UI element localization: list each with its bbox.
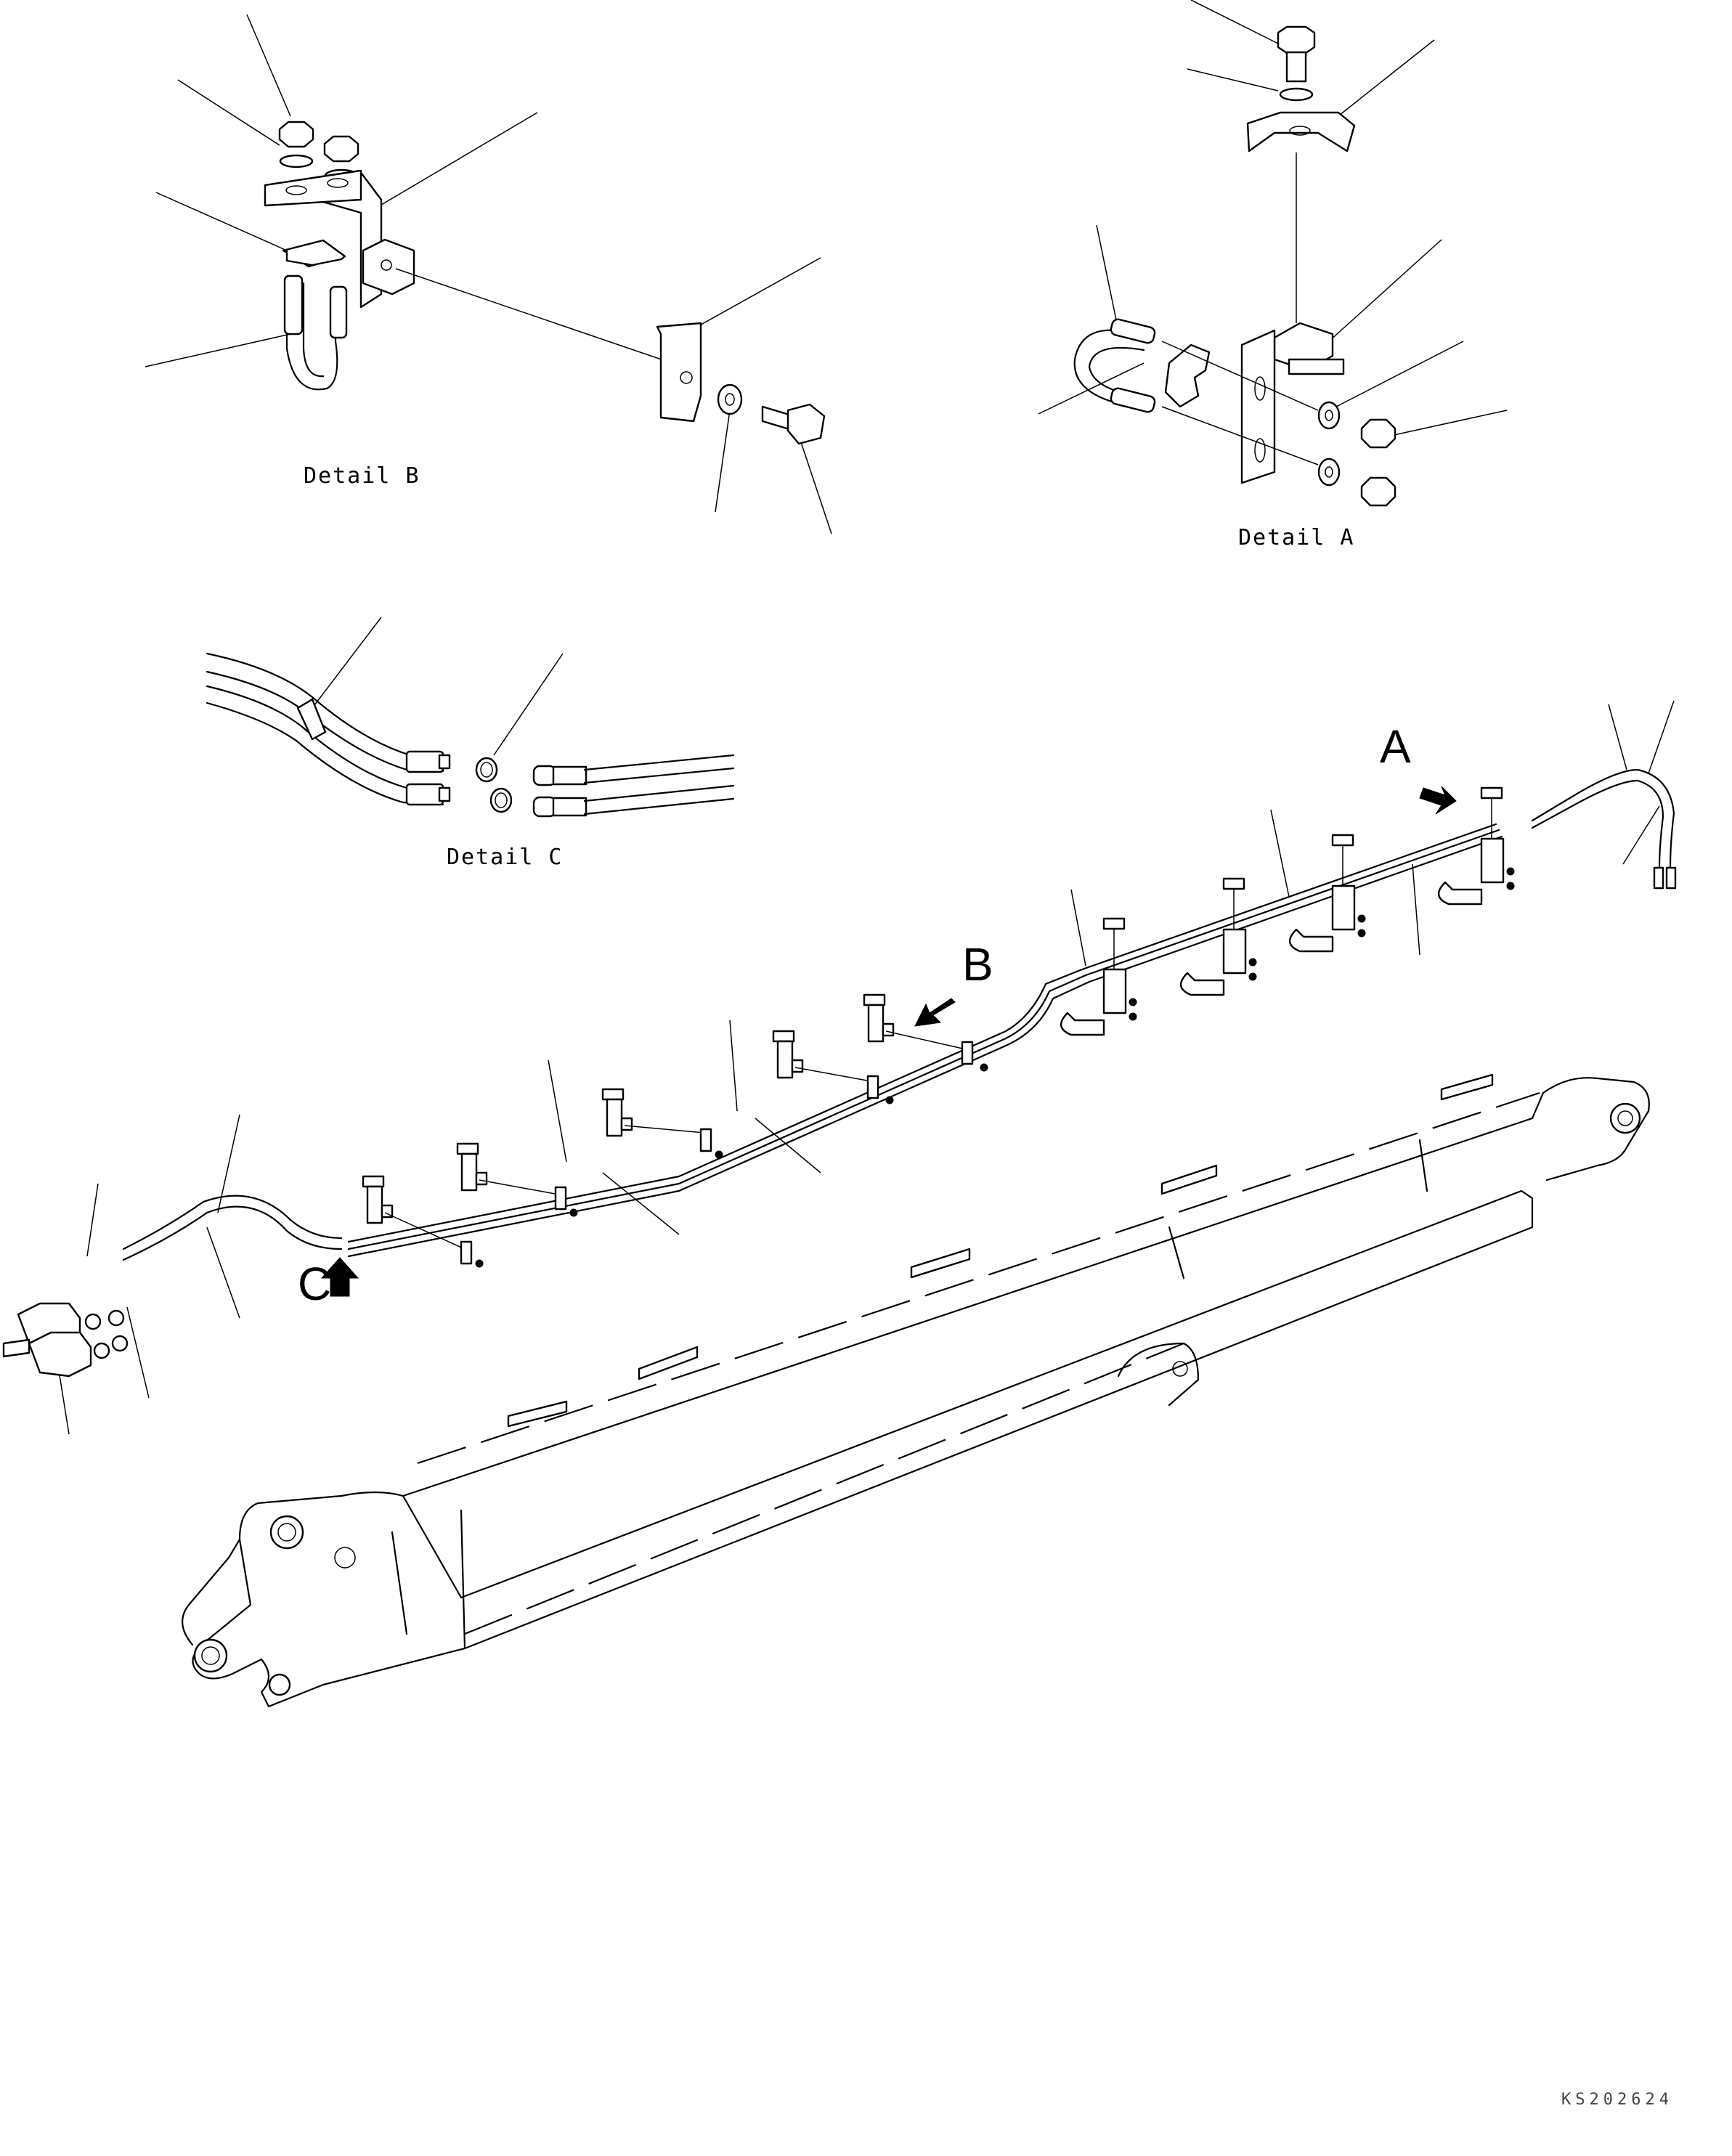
document-code: KS202624 [1561,2091,1673,2109]
marker-c-label: C [298,1258,331,1310]
marker-b-arrow [914,998,956,1027]
marker-a-arrow [1419,786,1457,815]
marker-b-label: B [962,938,993,990]
clamp-row [362,786,1515,1268]
detail-b-caption: Detail B [304,463,420,489]
piping-assembly: A B C [2,700,1677,1435]
marker-c-arrow [320,1257,359,1297]
detail-a-group: Detail A [1038,0,1508,550]
detail-c-caption: Detail C [447,845,564,870]
detail-a-caption: Detail A [1238,525,1355,550]
marker-a-label: A [1380,720,1411,773]
detail-c-group: Detail C [206,617,735,870]
boom-arm [182,1073,1650,1708]
detail-b-group: Detail B [145,14,832,534]
